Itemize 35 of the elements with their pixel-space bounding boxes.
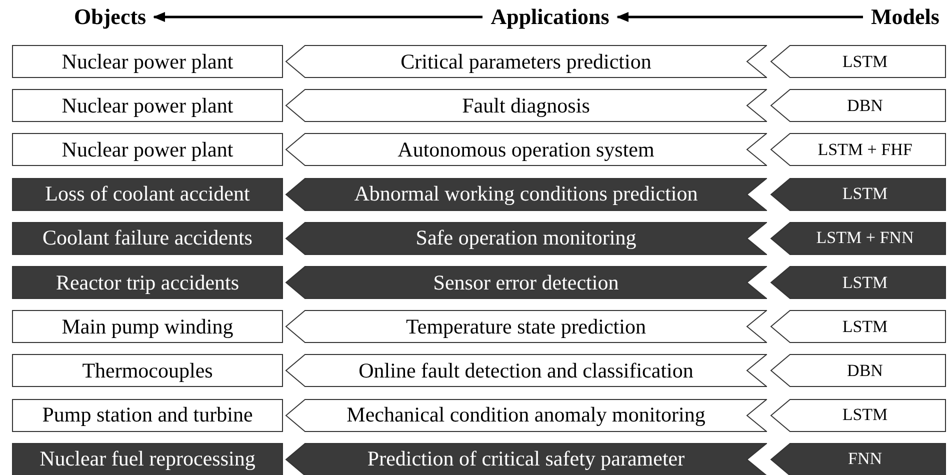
model-tag: LSTM (770, 45, 946, 78)
application-tag: Mechanical condition anomaly monitoring (285, 398, 767, 432)
object-box: Coolant failure accidents (12, 222, 283, 255)
column-heading: Models (871, 3, 939, 31)
column-heading: Objects (74, 3, 146, 31)
model-tag: LSTM + FHF (770, 133, 946, 166)
application-tag: Safe operation monitoring (285, 222, 767, 255)
application-tag: Critical parameters prediction (285, 45, 767, 78)
application-tag: Online fault detection and classification (285, 354, 767, 388)
application-tag: Fault diagnosis (285, 89, 767, 122)
object-box: Nuclear power plant (12, 133, 283, 166)
model-tag: DBN (770, 89, 946, 122)
application-tag: Prediction of critical safety parameter (285, 442, 767, 475)
object-box: Reactor trip accidents (12, 266, 283, 299)
arrow (153, 12, 482, 22)
application-tag: Temperature state prediction (285, 310, 767, 344)
object-box: Main pump winding (12, 310, 283, 344)
object-box: Loss of coolant accident (12, 178, 283, 211)
object-box: Nuclear power plant (12, 45, 283, 78)
object-box: Pump station and turbine (12, 398, 283, 432)
object-box: Nuclear power plant (12, 89, 283, 122)
model-tag: LSTM (770, 398, 946, 432)
model-tag: LSTM (770, 266, 946, 299)
application-tag: Autonomous operation system (285, 133, 767, 166)
model-tag: FNN (770, 442, 946, 475)
model-tag: DBN (770, 354, 946, 388)
model-tag: LSTM (770, 310, 946, 344)
object-box: Nuclear fuel reprocessing (12, 442, 283, 475)
application-tag: Abnormal working conditions prediction (285, 178, 767, 211)
object-box: Thermocouples (12, 354, 283, 388)
application-tag: Sensor error detection (285, 266, 767, 299)
arrow (616, 12, 863, 22)
model-tag: LSTM (770, 178, 946, 211)
column-heading: Applications (490, 3, 610, 31)
model-tag: LSTM + FNN (770, 222, 946, 255)
